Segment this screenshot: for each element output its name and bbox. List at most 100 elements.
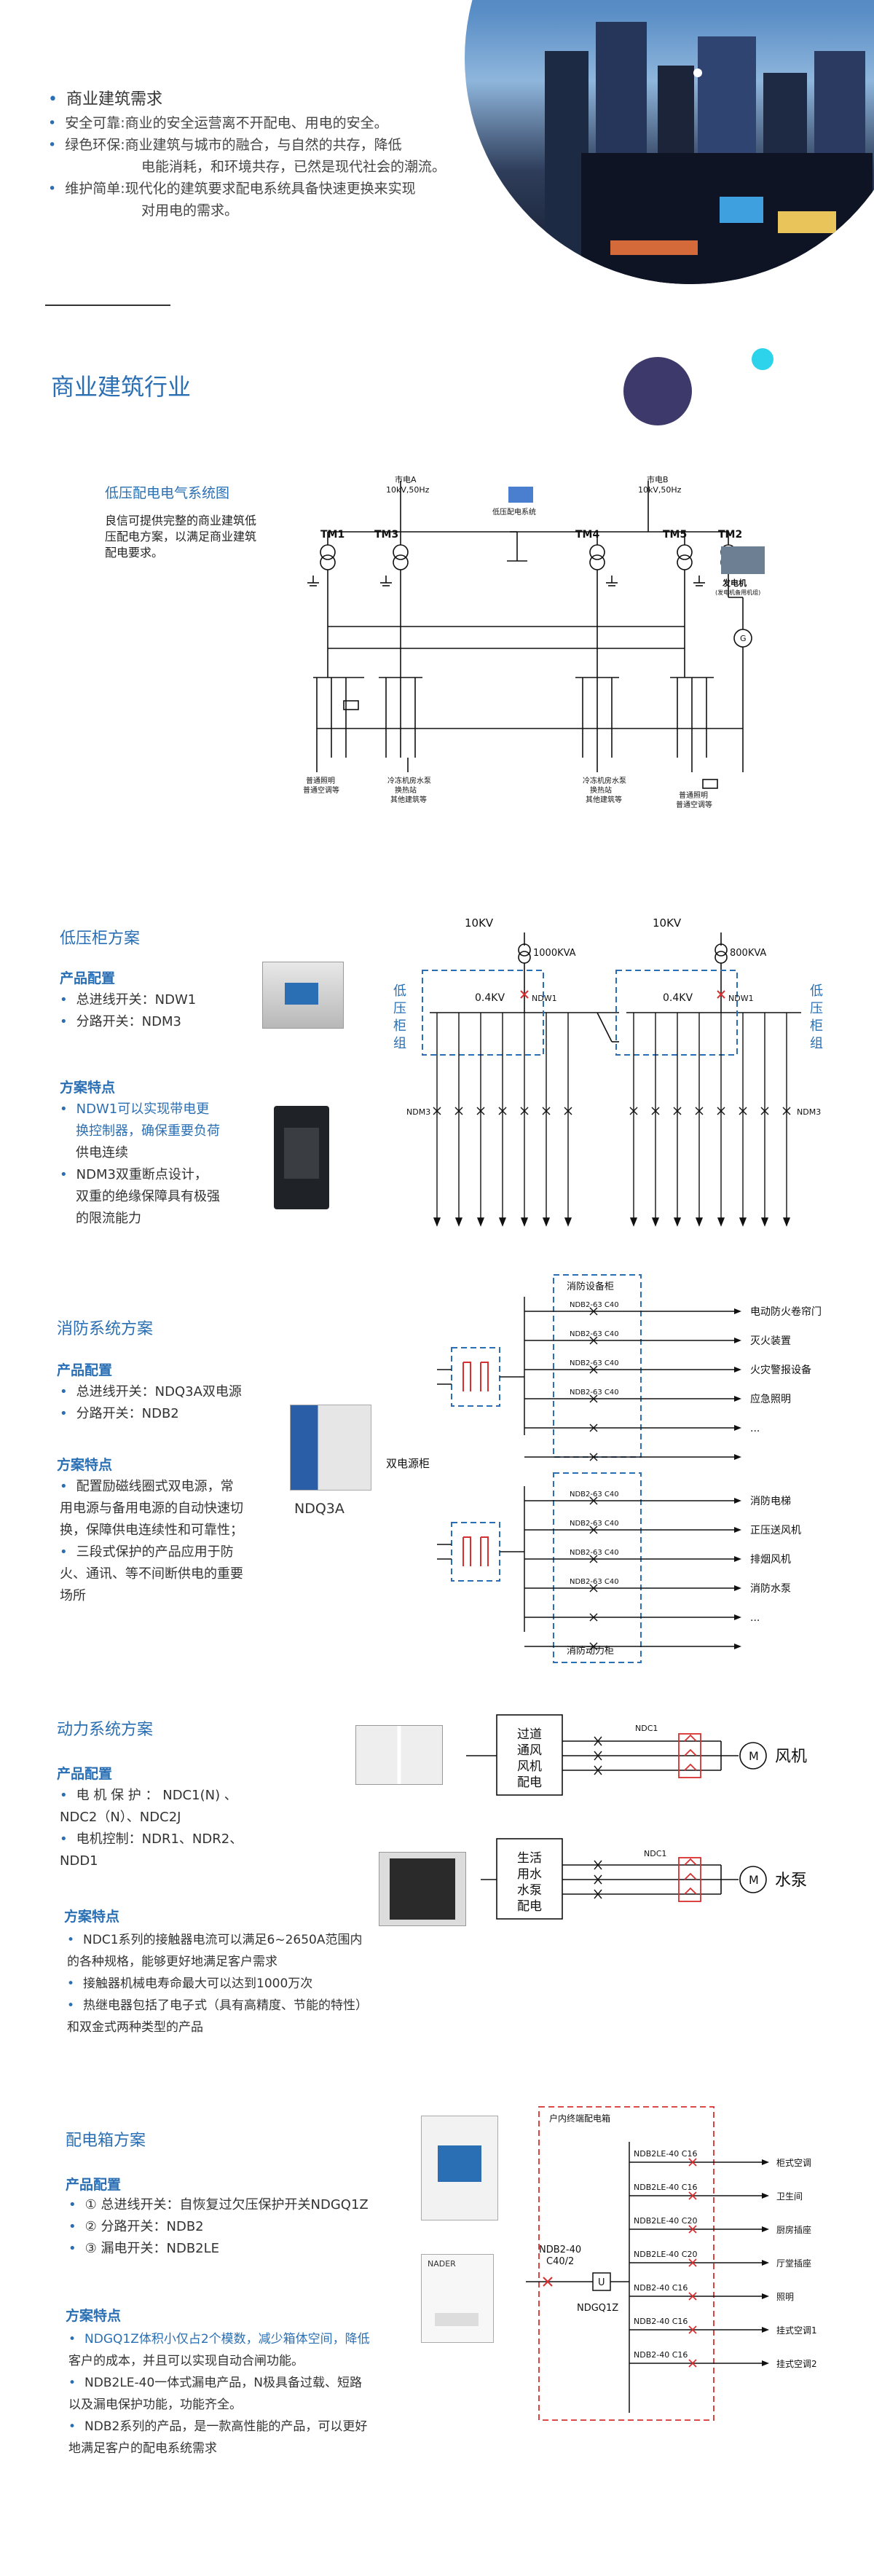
cabinet-group-label: 压 — [810, 1001, 823, 1016]
fire-feature-title: 方案特点 — [57, 1457, 113, 1473]
header-item: •绿色环保:商业建筑与城市的融合，与自然的共存，降低 — [48, 134, 500, 156]
arrow-icon — [760, 1217, 769, 1227]
branch-breaker-label: NDB2LE-40 C16 — [634, 2183, 697, 2192]
motor-symbol: M — [749, 1873, 759, 1887]
lv-cabinet-title: 低压柜方案 — [60, 930, 141, 948]
config-item: •分路开关：NDM3 — [60, 1014, 181, 1029]
load-label: 换热站 — [590, 785, 612, 795]
arrow-icon — [734, 1367, 741, 1373]
branch-breaker-label: NDB2LE-40 C16 — [634, 2149, 697, 2159]
load-label: 灭火装置 — [750, 1335, 791, 1347]
breaker-mark — [589, 1555, 598, 1563]
cabinet-group-label: 低 — [810, 983, 823, 999]
cabinet-group-label: 低 — [393, 983, 406, 999]
feature-line: •NDC1系列的接触器电流可以满足6~2650A范围内 — [67, 1933, 363, 1947]
cabinet-group-label: 组 — [810, 1036, 823, 1051]
breaker-label: NDB2-63 C40 — [570, 1330, 619, 1338]
arrow-icon — [762, 2360, 769, 2366]
fire-title: 消防系统方案 — [57, 1320, 154, 1338]
cabinet-group-label: 柜 — [393, 1018, 406, 1034]
config-item: •② 分路开关：NDB2 — [68, 2219, 204, 2234]
breaker-label: NDB2-63 C40 — [570, 1549, 619, 1557]
generator-symbol: G — [740, 634, 747, 643]
desc-line: 良信可提供完整的商业建筑低 — [105, 514, 257, 527]
box-label: 用水 — [517, 1867, 542, 1882]
config-line: NDD1 — [60, 1853, 98, 1869]
source-b-label: 市电B — [647, 474, 669, 484]
bullet-icon: • — [48, 90, 58, 109]
feature-line: •NDGQ1Z体积小仅占2个模数，减少箱体空间，降低 — [68, 2332, 370, 2347]
dist-box-label: 户内终端配电箱 — [549, 2113, 610, 2124]
branch-breaker-label: NDB2LE-40 C20 — [634, 2216, 697, 2226]
load-label: 普通照明 — [306, 776, 335, 785]
feature-line: 以及漏电保护功能，功能齐全。 — [68, 2398, 242, 2412]
tm4-label: TM4 — [575, 529, 599, 541]
box-label: 水泵 — [517, 1883, 542, 1898]
lv-system-title: 低压配电电气系统图 — [105, 485, 230, 501]
breaker-label: NDB2-63 C40 — [570, 1301, 619, 1309]
arrow-icon — [762, 2327, 769, 2333]
power-feature-title: 方案特点 — [64, 1909, 120, 1925]
config-line: •电机控制：NDR1、NDR2、 — [60, 1831, 243, 1847]
box-label: 配电 — [517, 1775, 542, 1790]
arrow-icon — [433, 1217, 441, 1227]
cabinet-group-label: 柜 — [810, 1018, 823, 1034]
feature-line: •热继电器包括了电子式（具有高精度、节能的特性） — [67, 1998, 369, 2013]
arrow-icon — [629, 1217, 638, 1227]
breaker-product-image — [421, 2116, 498, 2220]
config-item: •③ 漏电开关：NDB2LE — [68, 2241, 220, 2256]
cabinet-group-label: 压 — [393, 1001, 406, 1016]
load-label: 冷冻机房水泵 — [583, 776, 626, 785]
dist-config: •① 总进线开关：自恢复过欠压保护开关NDGQ1Z •② 分路开关：NDB2 •… — [68, 2194, 369, 2260]
generator-image — [721, 546, 765, 574]
config-item: •① 总进线开关：自恢复过欠压保护开关NDGQ1Z — [68, 2197, 369, 2212]
branch-load-label: 厅堂插座 — [776, 2258, 811, 2269]
load-label: 消防水泵 — [750, 1583, 791, 1595]
arrow-icon — [782, 1217, 791, 1227]
ndm3-product-image — [274, 1106, 329, 1209]
arrow-icon — [498, 1217, 507, 1227]
feature-line: 地满足客户的配电系统需求 — [68, 2441, 217, 2456]
branch-load-label: 柜式空调 — [776, 2158, 811, 2168]
soft-starter-product-image — [379, 1852, 466, 1926]
branch-load-label: 挂式空调2 — [776, 2359, 817, 2369]
fire-top-box-label: 消防设备柜 — [567, 1281, 614, 1292]
arrow-icon — [454, 1217, 463, 1227]
arrow-icon — [520, 1217, 529, 1227]
feature-line: •配置励磁线圈式双电源，常 — [60, 1479, 234, 1494]
breaker-label: NDB2-63 C40 — [570, 1520, 619, 1528]
branch-load-label: 卫生间 — [776, 2191, 803, 2202]
feature-line: 场所 — [60, 1588, 86, 1603]
ndgq1z-product-image: NADER — [421, 2254, 494, 2343]
power-features: •NDC1系列的接触器电流可以满足6~2650A范围内 的各种规格，能够更好地满… — [67, 1929, 446, 2038]
load-label: 其他建筑等 — [390, 795, 427, 804]
box-label: 配电 — [517, 1899, 542, 1914]
branch-load-label: 挂式空调1 — [776, 2325, 817, 2336]
bullet-icon: • — [48, 115, 57, 131]
feature-line: 的各种规格，能够更好地满足客户需求 — [67, 1955, 277, 1969]
arrow-icon — [673, 1217, 682, 1227]
breaker-mark — [688, 2325, 697, 2334]
bullet-icon: • — [48, 137, 57, 153]
main-breaker-label: C40/2 — [546, 2256, 574, 2267]
main-breaker-label: NDB2-40 — [539, 2245, 581, 2255]
fire-config: •总进线开关：NDQ3A双电源 •分路开关：NDB2 — [60, 1381, 242, 1425]
dist-config-title: 产品配置 — [66, 2177, 122, 2193]
feature-line: 的限流能力 — [76, 1211, 141, 1226]
arrow-icon — [762, 2159, 769, 2165]
ndc1-label: NDC1 — [644, 1849, 666, 1858]
arrow-icon — [734, 1425, 741, 1431]
dist-diagram: NDB2LE-40 C16 柜式空调 NDB2LE-40 C16 卫生间 NDB2LE-… — [526, 2106, 817, 2421]
fire-config-title: 产品配置 — [57, 1362, 113, 1378]
load-fan-label: 风机 — [775, 1748, 807, 1766]
header-needs: •商业建筑需求 •安全可靠:商业的安全运营离不开配电、用电的安全。 •绿色环保:… — [48, 87, 500, 221]
load-label: 排烟风机 — [750, 1554, 791, 1566]
box-label: 生活 — [517, 1851, 542, 1866]
arrow-icon — [734, 1614, 741, 1620]
tm2-label: TM2 — [718, 529, 742, 541]
feature-line: •NDB2系列的产品，是一款高性能的产品，可以更好 — [68, 2419, 368, 2434]
load-label: 其他建筑等 — [586, 795, 622, 804]
branch-breaker-label: NDB2-40 C16 — [634, 2317, 688, 2326]
